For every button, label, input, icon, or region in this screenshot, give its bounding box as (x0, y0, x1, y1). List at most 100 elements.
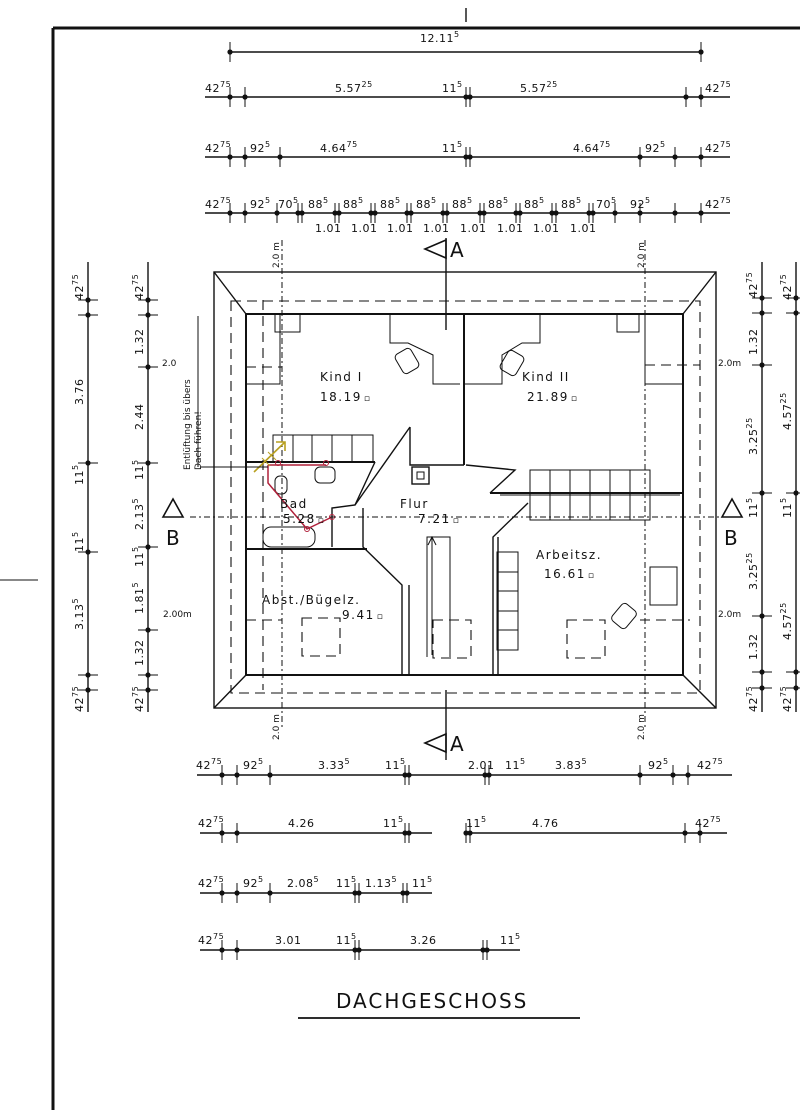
dimension-label: 115 (505, 757, 526, 772)
dimension-label: 4275 (697, 757, 723, 772)
area-unit: ▫ (318, 516, 324, 526)
dimension-label: 4275 (695, 815, 721, 830)
dimension-label: 885 (561, 196, 582, 211)
section-a-label-bottom: A (450, 732, 464, 756)
dimension-label: 3.335 (318, 757, 350, 772)
dimension-label: 885 (343, 196, 364, 211)
area-value: 21.89 (527, 390, 569, 404)
area-unit: ▫ (453, 516, 459, 526)
dimension-label: 115 (442, 140, 463, 155)
section-line-b: B B (161, 497, 744, 550)
dimension-label: 885 (452, 196, 473, 211)
dimension-label: 4275 (198, 875, 224, 890)
area-unit: ▫ (364, 394, 370, 404)
section-a-label-top: A (450, 238, 464, 262)
area-value: 9.41 (342, 608, 375, 622)
dimension-label: 4275 (71, 686, 86, 712)
height-mark: 2.0 m (637, 242, 647, 268)
room-labels: Kind I 18.19▫ Kind II 21.89▫ Bad 5.28▫ F… (262, 370, 602, 622)
dimension-label: 115 (779, 497, 794, 518)
height-mark: 2.0 m (272, 242, 282, 268)
sheet-frame (0, 8, 800, 1110)
room-name-flur: Flur (400, 497, 429, 511)
dimension-label: 885 (524, 196, 545, 211)
dimension-label: 1.01 (315, 222, 342, 235)
dimension-label: 115 (131, 546, 146, 567)
room-name-bad: Bad (280, 497, 308, 511)
room-name-arbeitszimmer: Arbeitsz. (536, 548, 602, 562)
dimension-label: 4275 (205, 196, 231, 211)
dimension-label: 705 (278, 196, 299, 211)
dimension-label: 3.01 (275, 934, 302, 947)
area-value: 18.19 (320, 390, 362, 404)
dimension-label: 4275 (205, 140, 231, 155)
dimension-label: 4275 (131, 274, 146, 300)
dimension-label: 1.01 (460, 222, 487, 235)
dimension-label: 4275 (705, 196, 731, 211)
dimension-label: 115 (466, 815, 487, 830)
dimension-label: 3.135 (71, 598, 86, 630)
dimension-label: 3.835 (555, 757, 587, 772)
dimension-label: 3.76 (73, 379, 86, 406)
dimension-label: 115 (500, 932, 521, 947)
drain-pipe (267, 460, 335, 532)
section-line-a: A A (422, 238, 464, 760)
dimension-label: 1.01 (387, 222, 414, 235)
dimension-label: 1.32 (133, 640, 146, 667)
dimension-label: 115 (383, 815, 404, 830)
height-mark: 2.0m (718, 610, 741, 620)
dimension-label: 4275 (705, 140, 731, 155)
area-unit: ▫ (377, 612, 383, 622)
dimension-label: 925 (630, 196, 651, 211)
dimension-label: 925 (648, 757, 669, 772)
dimension-label: 705 (596, 196, 617, 211)
dimension-label: 115 (412, 875, 433, 890)
dimension-label: 1.01 (351, 222, 378, 235)
dimension-label: 4275 (198, 932, 224, 947)
dimension-label: 2.135 (131, 498, 146, 530)
room-area-bad: 5.28▫ (283, 512, 324, 526)
dimension-label: 4.5725 (779, 392, 794, 430)
dimension-label: 1.32 (747, 329, 760, 356)
dimension-label: 4.76 (532, 817, 559, 830)
dimension-label: 4275 (71, 274, 86, 300)
room-area-flur: 7.21▫ (418, 512, 459, 526)
dimension-label: 925 (243, 757, 264, 772)
dimension-label: 925 (250, 196, 271, 211)
dimension-chain-bottom-2b: 115 4.76 4275 (463, 815, 727, 843)
dimension-label: 4275 (131, 686, 146, 712)
height-mark: 2.0 (162, 359, 177, 369)
dimension-label: 3.2525 (745, 552, 760, 590)
dimension-label: 115 (71, 464, 86, 485)
dimension-label: 885 (308, 196, 329, 211)
room-area-abstellraum: 9.41▫ (342, 608, 383, 622)
room-area-kind-1: 18.19▫ (320, 390, 370, 404)
dimension-label: 1.135 (365, 875, 397, 890)
dimension-label: 925 (250, 140, 271, 155)
dimension-label: 925 (243, 875, 264, 890)
area-value: 5.28 (283, 512, 316, 526)
room-name-abstellraum: Abst./Bügelz. (262, 593, 360, 607)
furniture (246, 313, 700, 659)
area-value: 16.61 (544, 567, 586, 581)
vent-note: Entlüftung bis übers Dach führen! (183, 379, 204, 470)
dimension-label: 4275 (705, 80, 731, 95)
dimension-label: 885 (488, 196, 509, 211)
section-b-label-right: B (724, 526, 738, 550)
height-mark: 2.0 m (637, 714, 647, 740)
height-mark: 2.00m (163, 610, 192, 620)
drawing-title: DACHGESCHOSS (336, 989, 528, 1013)
dimension-label: 4.5725 (779, 602, 794, 640)
dimension-label: 4275 (745, 686, 760, 712)
dimension-label: 115 (336, 932, 357, 947)
dimension-label: 4275 (779, 274, 794, 300)
dimension-label: 115 (745, 497, 760, 518)
